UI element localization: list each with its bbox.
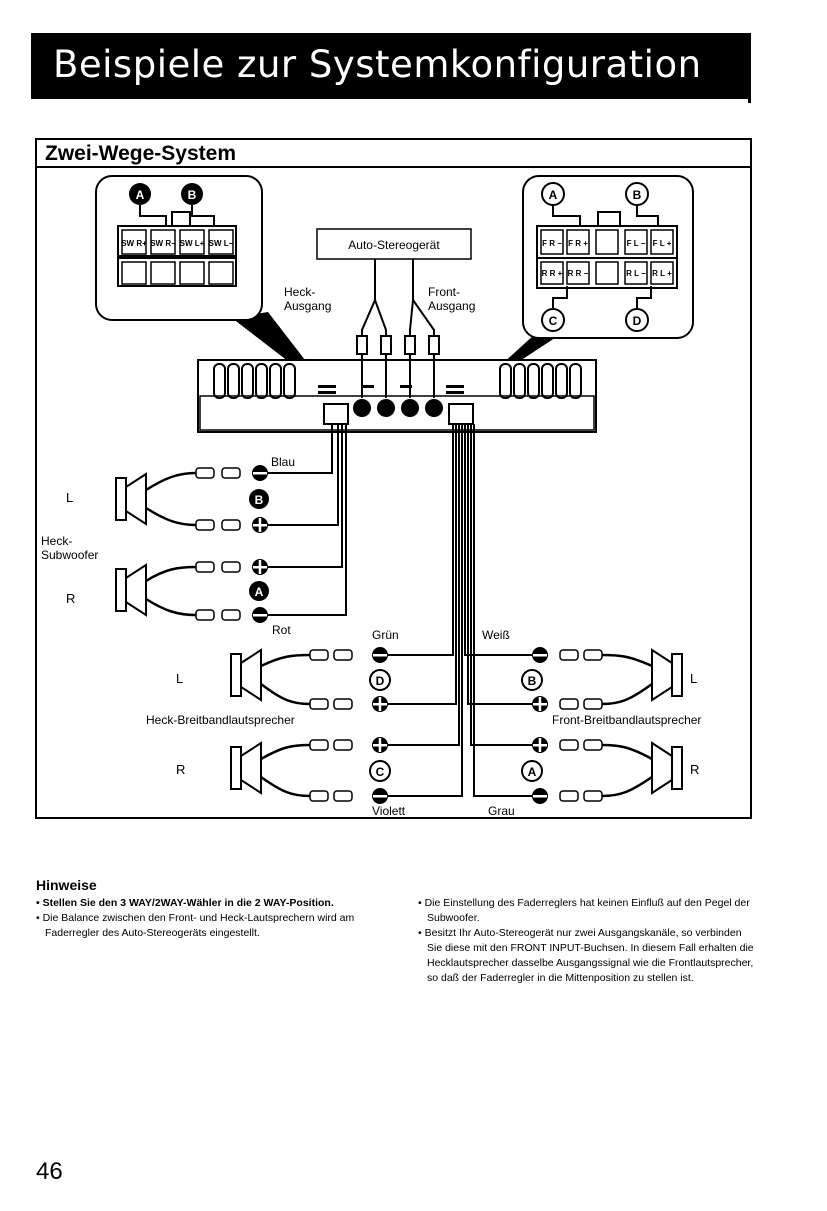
car-stereo-box: [316, 228, 472, 260]
system-wiring-diagram: Auto-Stereogerät Heck- Ausgang Front- Au…: [41, 175, 701, 818]
terminal-fl-minus: F L −: [627, 239, 646, 248]
terminal-sw-l-plus: SW L+: [180, 239, 205, 248]
marker-d-rear-text: D: [376, 674, 385, 688]
speaker-rear-left: [230, 648, 262, 702]
marker-a-right: A: [549, 188, 558, 202]
front-output-label-2: Ausgang: [428, 299, 475, 313]
note-item: • Die Einstellung des Faderreglers hat k…: [418, 897, 750, 924]
wire-label-weiss: Weiß: [482, 628, 510, 642]
front-speaker-side-right: R: [690, 762, 699, 777]
note-item: • Besitzt Ihr Auto-Stereogerät nur zwei …: [418, 927, 754, 984]
subwoofer-side-left: L: [66, 490, 73, 505]
marker-b-subwoofer: [249, 489, 269, 509]
page-title-bar: Beispiele zur Systemkonfiguration: [31, 33, 748, 99]
rear-output-label-2: Ausgang: [284, 299, 331, 313]
marker-c-rear: [369, 760, 391, 782]
terminal-fl-plus: F L +: [653, 239, 672, 248]
rear-speaker-connector: [323, 403, 349, 425]
rca-input-cables: [356, 259, 440, 398]
rear-speaker-side-left: L: [176, 671, 183, 686]
front-speaker-side-left: L: [690, 671, 697, 686]
notes-left-column: • Stellen Sie den 3 WAY/2WAY-Wähler in d…: [36, 896, 356, 941]
wire-label-violett: Violett: [372, 804, 406, 818]
marker-b-subwoofer-text: B: [255, 493, 264, 507]
wire-label-blau: Blau: [271, 455, 295, 469]
section-frame: [35, 138, 752, 819]
marker-b-front: [521, 669, 543, 691]
heatsink-fins-left: [213, 363, 296, 399]
section-heading: Zwei-Wege-System: [45, 142, 236, 165]
front-speakers-label: Front-Breitbandlautsprecher: [552, 713, 701, 727]
wire-label-rot: Rot: [272, 623, 291, 637]
terminal-rr-minus: R R −: [568, 269, 589, 278]
terminal-sw-r-minus: SW R−: [150, 239, 176, 248]
speaker-leads: [145, 471, 653, 798]
speaker-rear-right: [230, 741, 262, 795]
marker-b-right: B: [633, 188, 642, 202]
terminal-sw-r-plus: SW R+: [121, 239, 147, 248]
marker-a-left: A: [136, 188, 145, 202]
edge-rule: [748, 33, 751, 103]
marker-a-subwoofer-text: A: [255, 585, 264, 599]
terminal-sw-l-minus: SW L−: [209, 239, 234, 248]
stereo-label: Auto-Stereogerät: [348, 238, 440, 252]
heatsink-fins-right: [499, 363, 582, 399]
wire-plugs: [195, 467, 603, 802]
section-header: Zwei-Wege-System: [37, 140, 750, 168]
marker-d-rear: [369, 669, 391, 691]
rear-speakers-label: Heck-Breitbandlautsprecher: [146, 713, 295, 727]
subwoofer-side-right: R: [66, 591, 75, 606]
marker-a-front: [521, 760, 543, 782]
left-terminal-inset: A B SW R+ SW R− SW L+ SW L−: [95, 175, 263, 321]
speaker-subwoofer-right: [115, 563, 147, 617]
speaker-subwoofer-left: [115, 472, 147, 526]
notes-right-column: • Die Einstellung des Faderreglers hat k…: [418, 896, 758, 986]
speaker-cable-bundles: [260, 424, 540, 797]
speaker-front-left: [651, 648, 683, 702]
marker-d-right: D: [633, 314, 642, 328]
marker-a-front-text: A: [528, 765, 537, 779]
terminal-fr-plus: F R +: [568, 239, 588, 248]
speaker-front-right: [651, 741, 683, 795]
subwoofer-label-2: Subwoofer: [41, 548, 98, 562]
rear-speaker-side-right: R: [176, 762, 185, 777]
page-title: Beispiele zur Systemkonfiguration: [53, 43, 702, 86]
marker-b-front-text: B: [528, 674, 537, 688]
front-output-label-1: Front-: [428, 285, 460, 299]
note-item: • Die Balance zwischen den Front- und He…: [36, 912, 355, 939]
terminal-fr-minus: F R −: [542, 239, 562, 248]
marker-b-left: B: [188, 188, 197, 202]
marker-c-right: C: [549, 314, 558, 328]
right-terminal-inset: A B F R − F R + F L − F L + R R + R R − …: [522, 175, 694, 339]
polarity-terminals: [252, 465, 548, 804]
note-item: • Stellen Sie den 3 WAY/2WAY-Wähler in d…: [36, 897, 334, 909]
terminal-rl-minus: R L −: [626, 269, 646, 278]
amplifier: [197, 359, 597, 433]
rca-input-jacks: [351, 397, 445, 419]
notes-heading: Hinweise: [36, 877, 97, 893]
terminal-rr-plus: R R +: [542, 269, 563, 278]
wire-label-gruen: Grün: [372, 628, 399, 642]
marker-c-rear-text: C: [376, 765, 385, 779]
panel-markings: [318, 385, 464, 394]
terminal-rl-plus: R L +: [652, 269, 672, 278]
marker-a-subwoofer: [249, 581, 269, 601]
front-speaker-connector: [448, 403, 474, 425]
subwoofer-label-1: Heck-: [41, 534, 72, 548]
rear-output-label-1: Heck-: [284, 285, 315, 299]
wire-label-grau: Grau: [488, 804, 515, 818]
page-number: 46: [36, 1158, 63, 1185]
